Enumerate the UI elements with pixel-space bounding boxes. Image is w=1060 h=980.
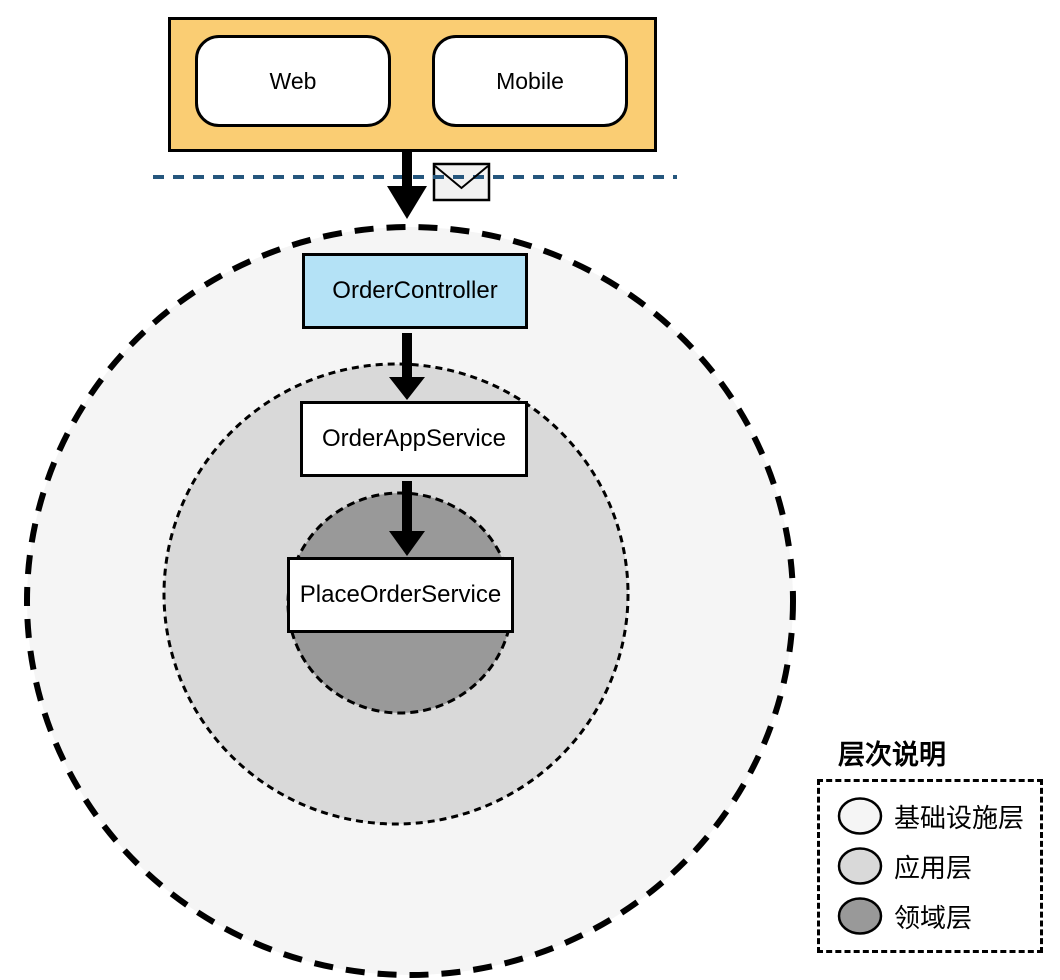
- legend-item-label: 应用层: [894, 852, 973, 883]
- order-app-service-label: OrderAppService: [321, 425, 507, 452]
- arrow-controller-to-appservice: [389, 333, 425, 400]
- web-client-label: Web: [269, 67, 317, 94]
- place-order-service-label: PlaceOrderService: [299, 581, 502, 608]
- mobile-client-label: Mobile: [496, 67, 564, 94]
- legend-title: 层次说明: [838, 740, 946, 770]
- order-controller-label: OrderController: [332, 277, 498, 304]
- envelope-icon: [432, 162, 491, 202]
- legend-item-domain: 领域层: [837, 896, 1040, 936]
- domain-swatch-icon: [837, 897, 883, 935]
- legend-item-label: 领域层: [894, 902, 973, 933]
- web-client-box: Web: [195, 35, 391, 127]
- order-app-service-box: OrderAppService: [300, 401, 528, 477]
- place-order-service-box: PlaceOrderService: [287, 557, 514, 633]
- application-swatch-icon: [837, 847, 883, 885]
- arrow-clients-to-controller: [387, 152, 427, 219]
- infrastructure-swatch-icon: [837, 797, 883, 835]
- legend-item-infrastructure: 基础设施层: [837, 796, 1040, 836]
- legend-item-application: 应用层: [837, 846, 1040, 886]
- mobile-client-box: Mobile: [432, 35, 628, 127]
- legend-box: 基础设施层 应用层 领域层: [817, 779, 1043, 953]
- legend-item-label: 基础设施层: [894, 802, 1025, 833]
- arrow-appservice-to-domainservice: [389, 481, 425, 556]
- envelope-flap: [434, 165, 489, 190]
- order-controller-box: OrderController: [302, 253, 528, 329]
- clients-panel: Web Mobile: [168, 17, 657, 152]
